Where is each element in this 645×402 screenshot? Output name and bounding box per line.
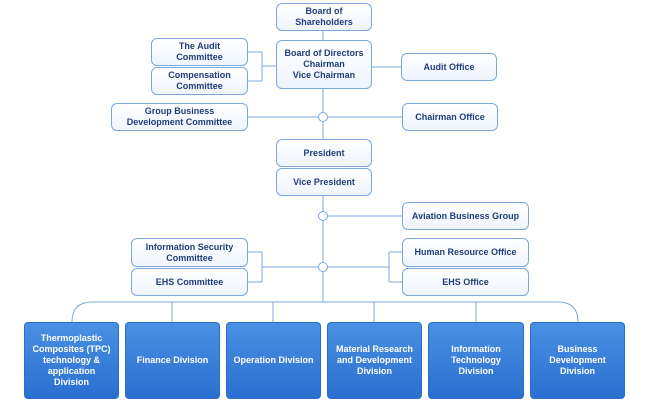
division-finance: Finance Division	[125, 322, 220, 399]
division-material-rd: Material Research and Development Divisi…	[327, 322, 422, 399]
division-bus	[71, 301, 579, 323]
group-business-dev-box: Group Business Development Committee	[111, 103, 248, 131]
junction-aviation	[318, 211, 328, 221]
vice-president-box: Vice President	[276, 168, 372, 196]
audit-committee-box: The Audit Committee	[151, 38, 248, 66]
directors-box: Board of Directors Chairman Vice Chairma…	[276, 40, 372, 89]
compensation-committee-box: Compensation Committee	[151, 67, 248, 95]
shareholders-box: Board of Shareholders	[276, 3, 372, 31]
division-tpc: Thermoplastic Composites (TPC) technolog…	[24, 322, 119, 399]
audit-office-box: Audit Office	[401, 53, 497, 81]
president-box: President	[276, 139, 372, 167]
chairman-office-box: Chairman Office	[402, 103, 498, 131]
division-it: Information Technology Division	[428, 322, 524, 399]
aviation-group-box: Aviation Business Group	[402, 202, 529, 230]
division-operation: Operation Division	[226, 322, 321, 399]
hr-office-box: Human Resource Office	[402, 238, 529, 267]
junction-upper	[318, 112, 328, 122]
ehs-office-box: EHS Office	[402, 268, 529, 296]
info-security-box: Information Security Committee	[131, 238, 248, 267]
division-business-dev: Business Development Division	[530, 322, 625, 399]
junction-committees	[318, 262, 328, 272]
ehs-committee-box: EHS Committee	[131, 268, 248, 296]
